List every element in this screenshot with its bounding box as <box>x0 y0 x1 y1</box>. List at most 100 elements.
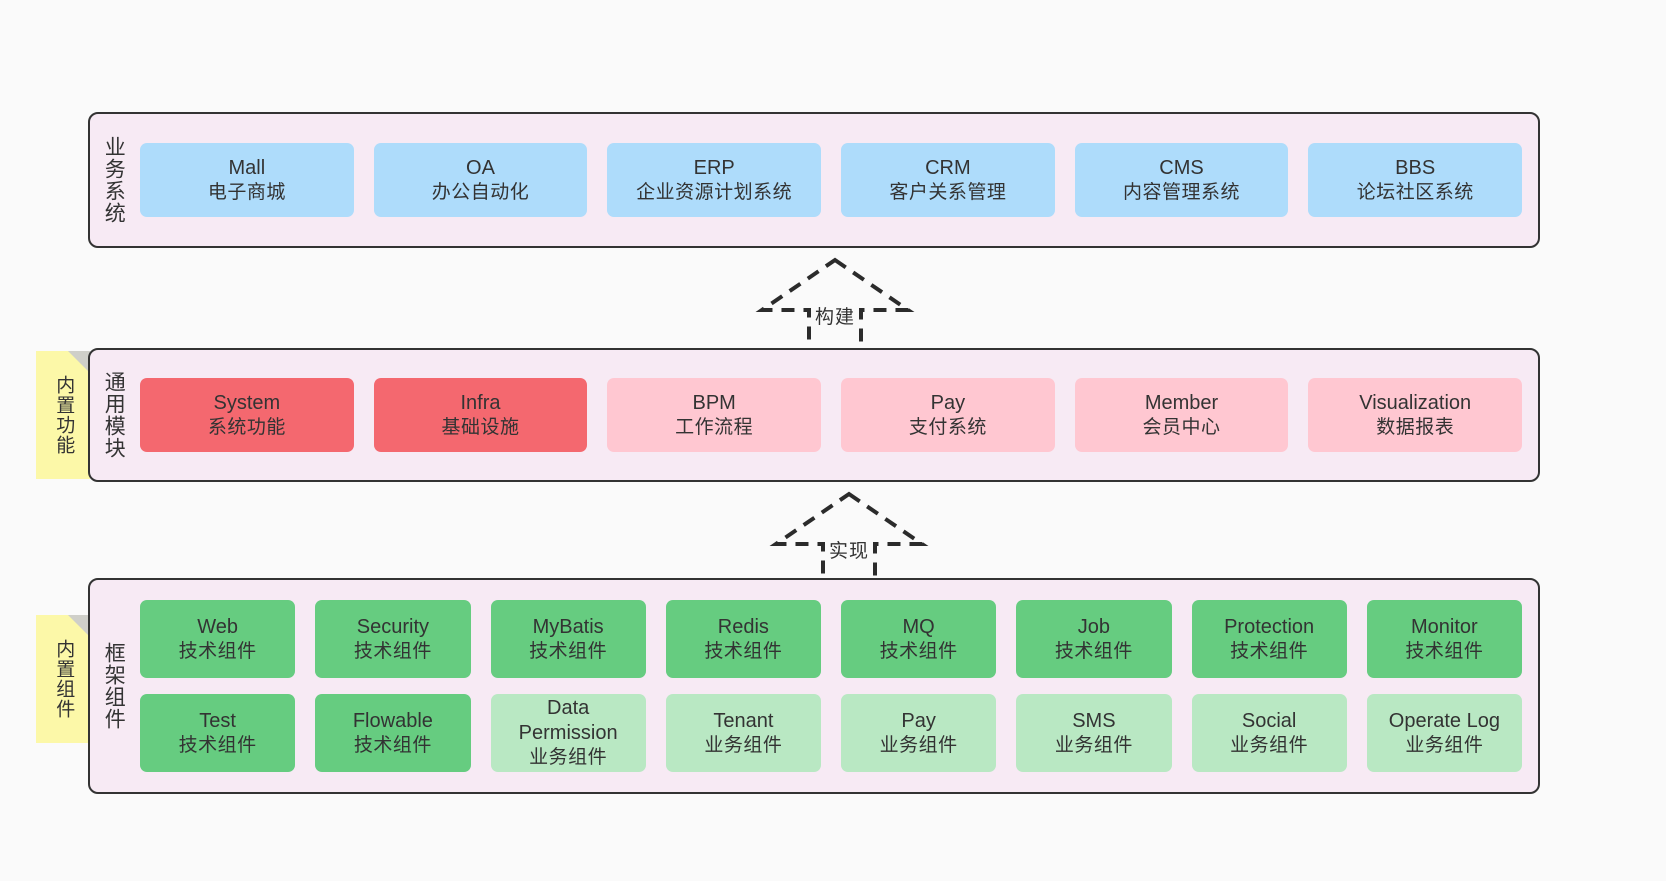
node-protection[interactable]: Protection 技术组件 <box>1191 600 1347 678</box>
node-bpm[interactable]: BPM 工作流程 <box>607 378 822 452</box>
node-mall[interactable]: Mall 电子商城 <box>140 143 354 217</box>
node-flowable-cn: 技术组件 <box>353 734 432 756</box>
node-security[interactable]: Security 技术组件 <box>315 600 471 678</box>
node-flowable[interactable]: Flowable 技术组件 <box>315 694 471 772</box>
node-oa-cn: 办公自动化 <box>431 181 530 203</box>
node-redis-en: Redis <box>717 615 769 638</box>
node-oa-en: OA <box>466 156 495 179</box>
row-modules-0: System 系统功能 Infra 基础设施 BPM 工作流程 Pay 支付系统… <box>140 378 1523 452</box>
node-test-cn: 技术组件 <box>178 734 257 756</box>
layer-common-modules: 通用模块 System 系统功能 Infra 基础设施 BPM 工作流程 Pay… <box>88 348 1540 482</box>
node-infra[interactable]: Infra 基础设施 <box>373 378 588 452</box>
sticky-note-builtin-features: 内置功能 <box>36 351 90 479</box>
node-test[interactable]: Test 技术组件 <box>140 694 296 772</box>
node-operate-log-cn: 业务组件 <box>1405 734 1484 756</box>
node-crm-cn: 客户关系管理 <box>889 181 1007 203</box>
node-crm-en: CRM <box>925 156 971 179</box>
node-mall-cn: 电子商城 <box>207 181 286 203</box>
node-visualization-en: Visualization <box>1359 391 1472 414</box>
row-business-0: Mall 电子商城 OA 办公自动化 ERP 企业资源计划系统 CRM 客户关系… <box>140 143 1523 217</box>
node-member-cn: 会员中心 <box>1142 416 1221 438</box>
node-mq-en: MQ <box>902 615 935 638</box>
node-bbs-cn: 论坛社区系统 <box>1356 181 1474 203</box>
node-bpm-cn: 工作流程 <box>675 416 754 438</box>
node-visualization-cn: 数据报表 <box>1376 416 1455 438</box>
node-data-permission[interactable]: Data Permission 业务组件 <box>490 694 646 772</box>
node-pay-component[interactable]: Pay 业务组件 <box>841 694 997 772</box>
node-erp[interactable]: ERP 企业资源计划系统 <box>607 143 822 217</box>
node-bpm-en: BPM <box>692 391 736 414</box>
node-data-permission-en: Data Permission <box>518 697 618 745</box>
node-flowable-en: Flowable <box>352 709 433 732</box>
node-cms[interactable]: CMS 内容管理系统 <box>1074 143 1289 217</box>
layer-body-framework: Web 技术组件 Security 技术组件 MyBatis 技术组件 Redi… <box>136 580 1538 792</box>
node-mall-en: Mall <box>228 156 266 179</box>
node-cms-cn: 内容管理系统 <box>1123 181 1241 203</box>
layer-title-modules: 通用模块 <box>102 371 126 459</box>
node-bbs-en: BBS <box>1395 156 1436 179</box>
node-pay-component-cn: 业务组件 <box>879 734 958 756</box>
node-redis[interactable]: Redis 技术组件 <box>665 600 821 678</box>
node-crm[interactable]: CRM 客户关系管理 <box>841 143 1055 217</box>
node-redis-cn: 技术组件 <box>704 640 783 662</box>
node-erp-cn: 企业资源计划系统 <box>636 181 793 203</box>
node-web-en: Web <box>197 615 238 638</box>
node-mybatis[interactable]: MyBatis 技术组件 <box>490 600 646 678</box>
sticky-note-builtin-components: 内置组件 <box>36 615 90 743</box>
node-social-cn: 业务组件 <box>1230 734 1309 756</box>
node-system[interactable]: System 系统功能 <box>140 378 354 452</box>
node-pay-module[interactable]: Pay 支付系统 <box>841 378 1055 452</box>
node-monitor-cn: 技术组件 <box>1405 640 1484 662</box>
node-pay-module-cn: 支付系统 <box>908 416 987 438</box>
layer-business-systems: 业务系统 Mall 电子商城 OA 办公自动化 ERP 企业资源计划系统 CRM… <box>88 112 1540 248</box>
node-tenant[interactable]: Tenant 业务组件 <box>665 694 821 772</box>
build-arrow-shape <box>755 257 915 354</box>
node-member-en: Member <box>1144 391 1219 414</box>
layer-title-business: 业务系统 <box>102 136 126 224</box>
node-job-cn: 技术组件 <box>1054 640 1133 662</box>
node-mybatis-en: MyBatis <box>532 615 604 638</box>
node-cms-en: CMS <box>1159 156 1204 179</box>
layer-framework-components: 框架组件 Web 技术组件 Security 技术组件 MyBatis 技术组件… <box>88 578 1540 794</box>
node-social[interactable]: Social 业务组件 <box>1191 694 1347 772</box>
node-mybatis-cn: 技术组件 <box>529 640 608 662</box>
node-protection-cn: 技术组件 <box>1230 640 1309 662</box>
node-bbs[interactable]: BBS 论坛社区系统 <box>1308 143 1523 217</box>
node-social-en: Social <box>1241 709 1297 732</box>
node-data-permission-cn: 业务组件 <box>529 747 608 769</box>
node-test-en: Test <box>199 709 236 732</box>
node-mq-cn: 技术组件 <box>879 640 958 662</box>
node-operate-log[interactable]: Operate Log 业务组件 <box>1366 694 1522 772</box>
node-tenant-cn: 业务组件 <box>704 734 783 756</box>
node-infra-en: Infra <box>460 391 501 414</box>
node-web[interactable]: Web 技术组件 <box>140 600 296 678</box>
node-erp-en: ERP <box>693 156 735 179</box>
node-system-cn: 系统功能 <box>207 416 286 438</box>
node-sms[interactable]: SMS 业务组件 <box>1016 694 1172 772</box>
layer-body-business: Mall 电子商城 OA 办公自动化 ERP 企业资源计划系统 CRM 客户关系… <box>136 114 1538 246</box>
node-security-en: Security <box>356 615 429 638</box>
node-pay-component-en: Pay <box>901 709 936 732</box>
node-pay-module-en: Pay <box>930 391 966 414</box>
node-monitor[interactable]: Monitor 技术组件 <box>1366 600 1522 678</box>
node-oa[interactable]: OA 办公自动化 <box>373 143 588 217</box>
node-protection-en: Protection <box>1224 615 1315 638</box>
node-member[interactable]: Member 会员中心 <box>1074 378 1289 452</box>
node-infra-cn: 基础设施 <box>441 416 520 438</box>
node-mq[interactable]: MQ 技术组件 <box>841 600 997 678</box>
node-job-en: Job <box>1077 615 1110 638</box>
row-framework-1: Test 技术组件 Flowable 技术组件 Data Permission … <box>140 694 1522 772</box>
row-framework-0: Web 技术组件 Security 技术组件 MyBatis 技术组件 Redi… <box>140 600 1522 678</box>
node-tenant-en: Tenant <box>713 709 774 732</box>
layer-body-modules: System 系统功能 Infra 基础设施 BPM 工作流程 Pay 支付系统… <box>136 350 1538 480</box>
layer-title-framework: 框架组件 <box>102 642 126 730</box>
node-visualization[interactable]: Visualization 数据报表 <box>1308 378 1523 452</box>
node-security-cn: 技术组件 <box>353 640 432 662</box>
connector-implement: 实现 <box>769 491 929 588</box>
node-system-en: System <box>213 391 281 414</box>
implement-arrow-shape <box>769 491 929 588</box>
connector-build: 构建 <box>755 257 915 354</box>
node-web-cn: 技术组件 <box>178 640 257 662</box>
node-monitor-en: Monitor <box>1411 615 1478 638</box>
node-job[interactable]: Job 技术组件 <box>1016 600 1172 678</box>
